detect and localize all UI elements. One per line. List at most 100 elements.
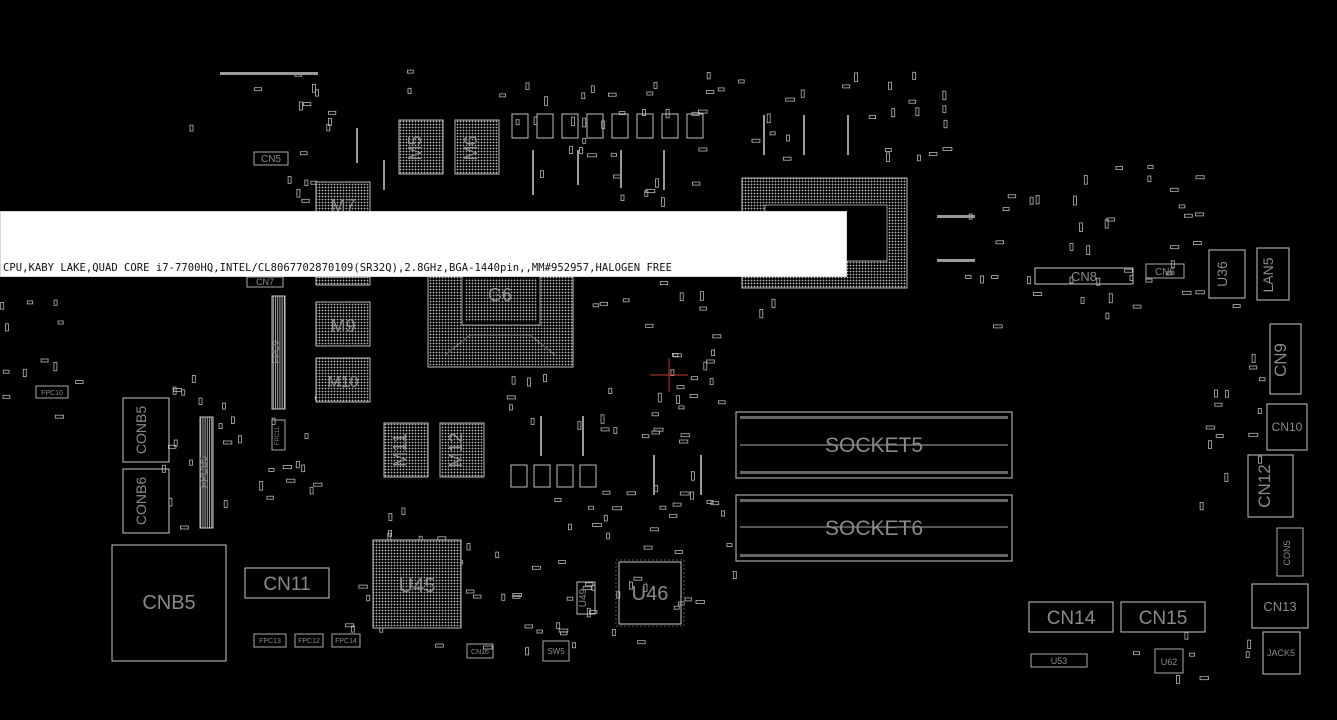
- passive-pad: [544, 96, 548, 106]
- passive-pad: [571, 116, 575, 126]
- passive-pad: [566, 596, 574, 601]
- socket5-sodimm[interactable]: SOCKET5: [735, 411, 1013, 479]
- connector-conb5[interactable]: CONB5: [122, 397, 170, 463]
- passive-pad: [942, 105, 947, 113]
- connector-fpc11[interactable]: FPC11: [271, 419, 286, 451]
- passive-pad: [218, 423, 223, 430]
- passive-pad: [672, 352, 679, 357]
- chip-u36[interactable]: U36: [1208, 249, 1246, 299]
- passive-pad: [769, 131, 776, 136]
- passive-pad: [1145, 278, 1153, 283]
- passive-pad: [282, 465, 293, 470]
- memory-chip-m5[interactable]: M5: [398, 119, 444, 175]
- memory-chip-m12[interactable]: M12: [439, 422, 485, 478]
- passive-pad: [1115, 166, 1124, 171]
- passive-pad: [674, 550, 683, 554]
- passive-pad: [181, 389, 186, 396]
- memory-chip-m9[interactable]: M9: [315, 301, 371, 347]
- chip-u53[interactable]: U53: [1030, 653, 1088, 668]
- passive-pad: [556, 622, 561, 629]
- connector-jack5[interactable]: JACK5: [1262, 631, 1301, 675]
- chip-u46[interactable]: U46: [615, 559, 685, 627]
- passive-pad: [530, 418, 535, 425]
- connector-fpc14[interactable]: FPC14: [331, 633, 361, 648]
- passive-pad: [506, 395, 516, 400]
- label-fpc10: FPC10: [41, 390, 63, 397]
- connector-cn12[interactable]: CN12: [1247, 454, 1294, 518]
- connector-fpc12[interactable]: FPC12: [294, 633, 324, 648]
- passive-pad: [401, 507, 406, 515]
- connector-cn16[interactable]: CN16: [466, 643, 494, 659]
- trace-bar: [540, 416, 542, 456]
- passive-pad: [684, 597, 692, 602]
- passive-pad: [1205, 425, 1216, 430]
- passive-pad: [661, 197, 665, 207]
- chip-u45[interactable]: U45: [372, 539, 462, 629]
- passive-pad: [633, 576, 643, 581]
- connector-fpcb5[interactable]: FPCB5: [199, 416, 214, 529]
- passive-pad: [706, 359, 715, 364]
- passive-pad: [786, 134, 790, 142]
- connector-cn11[interactable]: CN11: [244, 567, 330, 599]
- label-conb6: CONB6: [133, 477, 149, 525]
- passive-pad: [358, 584, 368, 589]
- passive-pad: [2, 394, 11, 399]
- passive-pad: [659, 281, 669, 286]
- connector-cn9[interactable]: CN9: [1269, 323, 1302, 395]
- passive-pad: [613, 427, 618, 435]
- connector-cn8[interactable]: CN8: [1034, 267, 1134, 285]
- connector-cn13[interactable]: CN13: [1251, 583, 1309, 629]
- connector-cn5[interactable]: CN5: [253, 151, 289, 166]
- passive-pad: [1224, 472, 1229, 482]
- connector-cn15[interactable]: CN15: [1120, 601, 1206, 633]
- passive-pad: [435, 643, 444, 648]
- connector-lan5[interactable]: LAN5: [1256, 247, 1290, 301]
- passive-pad: [558, 628, 569, 633]
- passive-pad: [437, 536, 447, 541]
- connector-fpc9[interactable]: FPC9: [271, 295, 286, 410]
- passive-components: [0, 69, 1266, 684]
- passive-pad: [1147, 165, 1154, 169]
- passive-pad: [690, 491, 694, 500]
- passive-pad: [302, 102, 312, 106]
- connector-cnb5-large[interactable]: CNB5: [111, 544, 227, 662]
- gpu-g6[interactable]: G6: [427, 264, 574, 368]
- passive-pad: [908, 99, 917, 104]
- passive-pad: [692, 181, 701, 186]
- switch-sw5[interactable]: SW5: [542, 640, 570, 662]
- connector-cn14[interactable]: CN14: [1028, 601, 1114, 633]
- label-socket6: SOCKET6: [825, 517, 923, 540]
- memory-chip-m11[interactable]: M11: [383, 422, 429, 478]
- label-fpc13: FPC13: [259, 638, 281, 645]
- memory-chip-m8[interactable]: [315, 276, 371, 286]
- connector-fpc13[interactable]: FPC13: [253, 633, 287, 648]
- passive-pad: [712, 334, 722, 339]
- label-cn14: CN14: [1047, 608, 1096, 629]
- connector-cn10[interactable]: CN10: [1266, 403, 1308, 451]
- passive-pad: [173, 387, 182, 392]
- connector-cn6[interactable]: CN6: [1145, 263, 1185, 279]
- memory-chip-m6[interactable]: M6: [454, 119, 500, 175]
- passive-pad: [191, 375, 196, 383]
- passive-pad: [1124, 268, 1133, 273]
- chip-u62[interactable]: U62: [1154, 648, 1184, 674]
- connector-fpc10[interactable]: FPC10: [35, 385, 69, 399]
- passive-pad: [650, 527, 659, 532]
- socket6-sodimm[interactable]: SOCKET6: [735, 494, 1013, 562]
- connector-cn7[interactable]: CN7: [246, 276, 284, 288]
- memory-chip-m10[interactable]: M10: [315, 357, 371, 403]
- passive-pad: [1165, 271, 1173, 276]
- passive-pad: [1147, 175, 1152, 183]
- label-g6: G6: [488, 285, 512, 305]
- passive-pad: [259, 480, 264, 491]
- passive-pad: [313, 482, 323, 487]
- connector-conb6[interactable]: CONB6: [122, 468, 170, 534]
- passive-pad: [651, 412, 659, 417]
- chip-u49[interactable]: U49: [576, 581, 596, 615]
- connector-con5-side[interactable]: CON5: [1276, 527, 1304, 577]
- passive-pad: [679, 439, 689, 444]
- passive-pad: [669, 513, 678, 518]
- passive-pad: [690, 376, 698, 381]
- passive-pad: [1247, 639, 1252, 649]
